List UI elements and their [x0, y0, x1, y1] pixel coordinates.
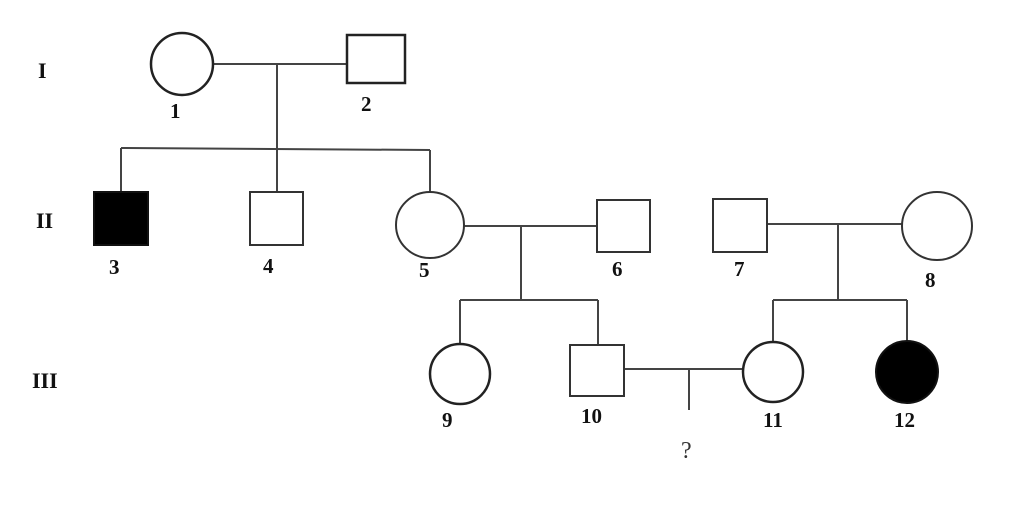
individual-12-female-affected-symbol — [875, 340, 939, 404]
individual-8-female-symbol — [901, 191, 973, 261]
sibship-line-II — [120, 147, 431, 151]
generation-label-II: II — [36, 208, 53, 233]
individual-label-4: 4 — [263, 254, 274, 278]
individual-label-11: 11 — [763, 408, 783, 432]
individual-4-male-symbol — [249, 191, 304, 246]
individual-label-9: 9 — [442, 408, 453, 432]
generation-label-I: I — [38, 58, 47, 83]
unknown-offspring-question-mark: ? — [681, 438, 692, 464]
individual-label-1: 1 — [170, 99, 181, 123]
individual-7-male-symbol — [712, 198, 768, 253]
individual-label-6: 6 — [612, 257, 623, 281]
individual-11-female-symbol — [741, 340, 805, 404]
individual-label-12: 12 — [894, 408, 915, 432]
individual-label-8: 8 — [925, 268, 936, 292]
individual-label-3: 3 — [109, 255, 120, 279]
generation-label-III: III — [32, 368, 58, 393]
individual-10-male-symbol — [569, 344, 625, 397]
individual-6-male-symbol — [596, 199, 651, 253]
individual-3-male-affected-symbol — [93, 191, 149, 246]
individual-9-female-symbol — [428, 342, 492, 406]
individual-label-7: 7 — [734, 257, 745, 281]
individual-1-female-symbol — [149, 31, 215, 97]
individual-label-10: 10 — [581, 404, 602, 428]
individual-label-2: 2 — [361, 92, 372, 116]
individual-2-male-symbol — [345, 33, 407, 85]
individual-5-female-symbol — [395, 191, 465, 259]
individual-label-5: 5 — [419, 258, 430, 282]
